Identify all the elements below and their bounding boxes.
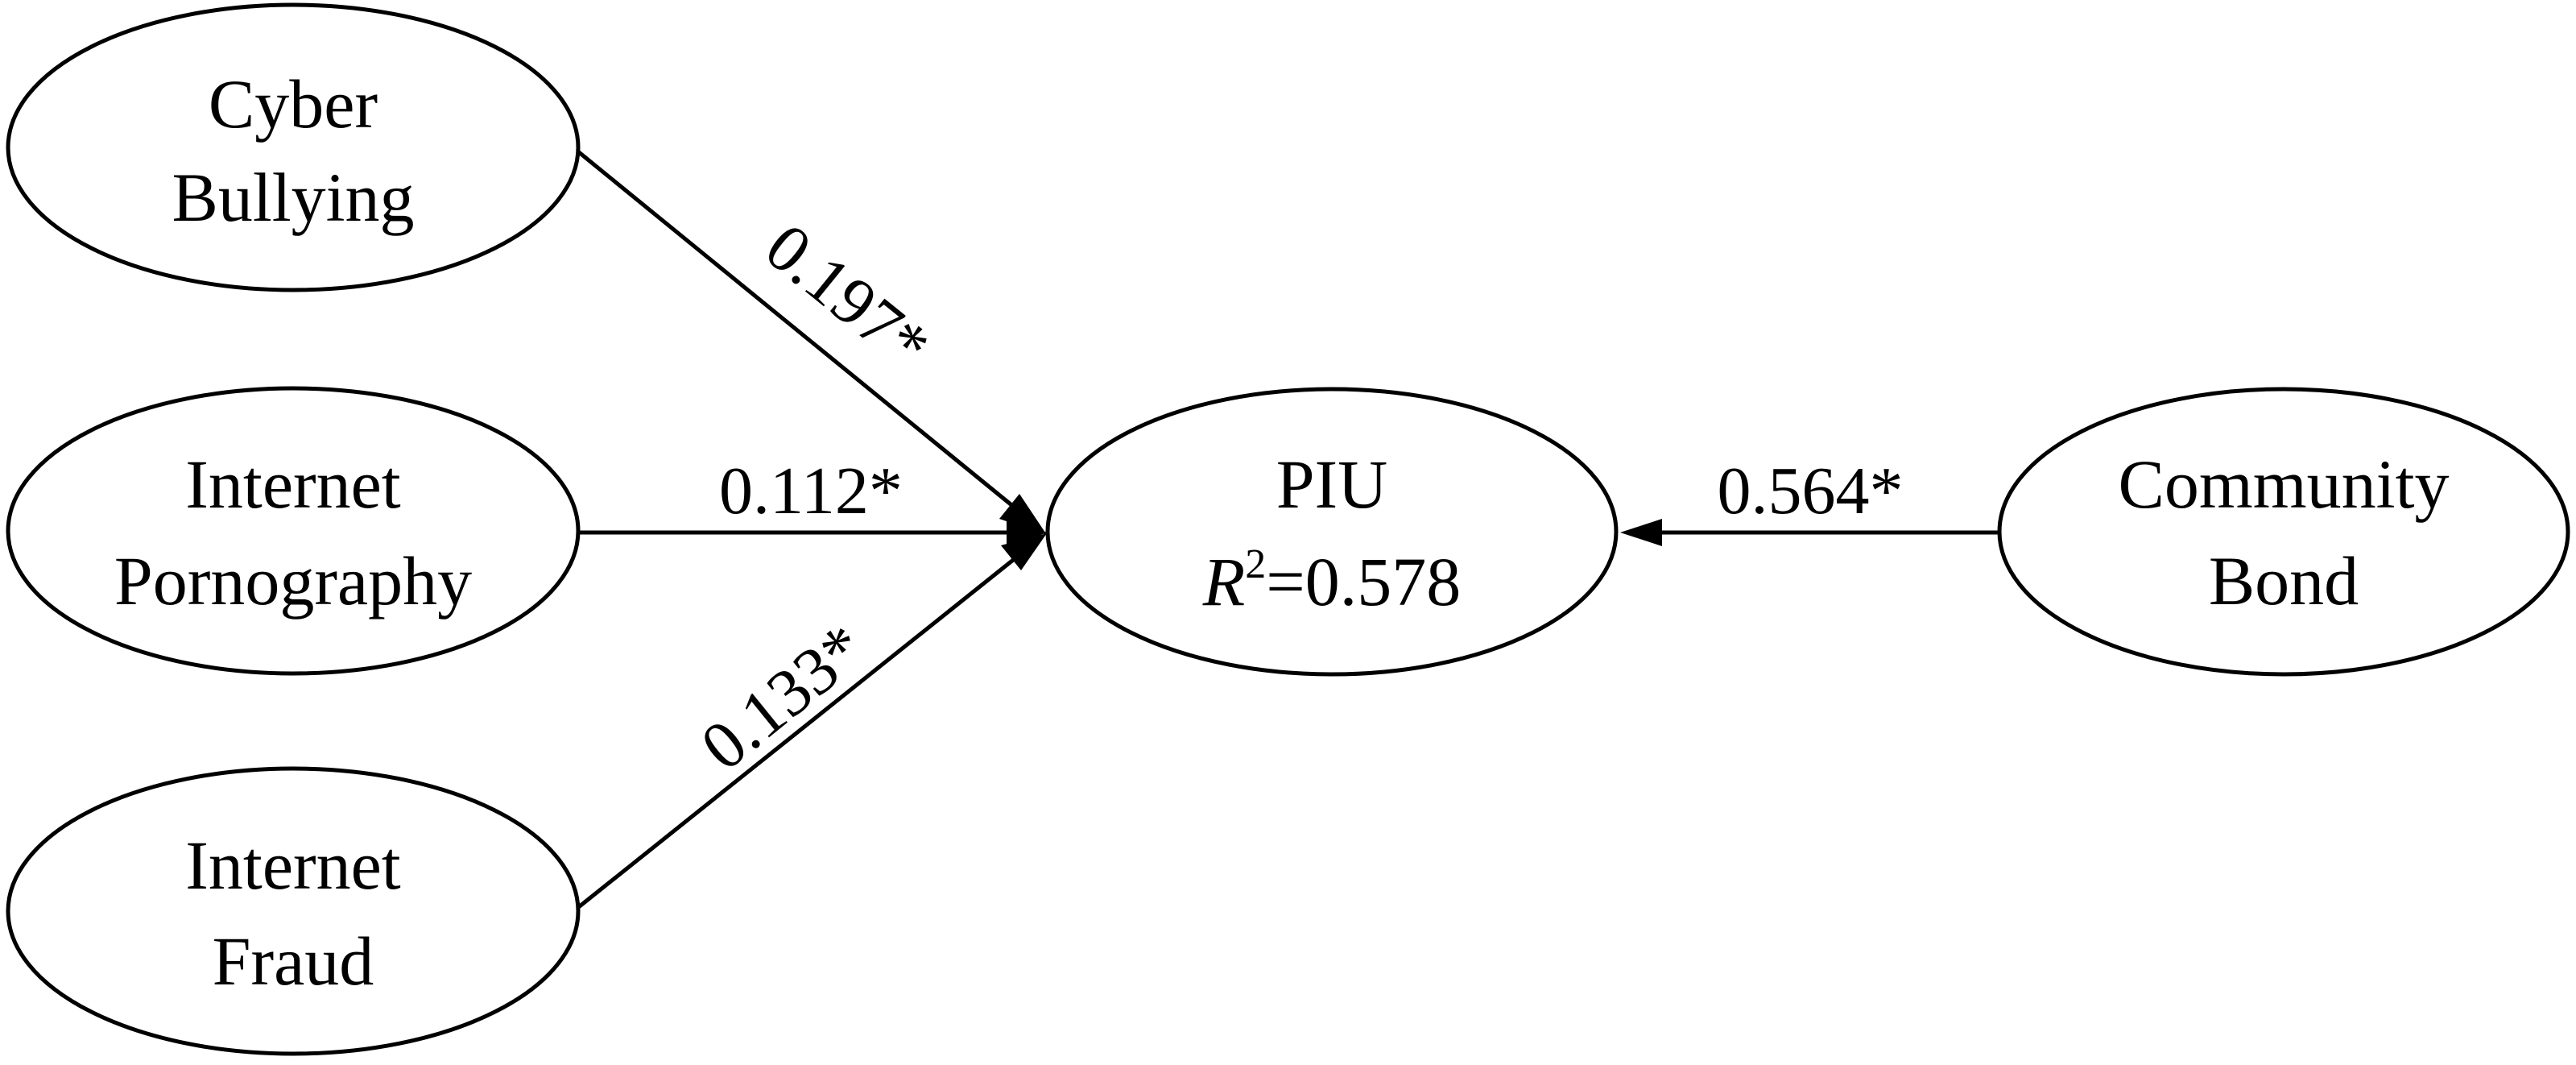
- coefficient-internet-fraud: 0.133*: [688, 610, 879, 785]
- node-ellipse: [6, 766, 581, 1056]
- node-ellipse: [6, 2, 581, 292]
- node-label-line2: Pornography: [114, 542, 472, 620]
- edge-line: [573, 147, 1016, 509]
- node-internet-fraud: Internet Fraud: [6, 766, 581, 1056]
- coefficient-community-bond: 0.564*: [1718, 454, 1904, 528]
- edge-line: [575, 556, 1018, 910]
- arrowhead: [1620, 519, 1662, 546]
- edge-internet-fraud-to-piu: [575, 533, 1047, 910]
- arrowhead: [999, 494, 1047, 535]
- edge-cyber-bullying-to-piu: [573, 147, 1047, 535]
- node-label-line2: Bullying: [172, 159, 414, 236]
- r-squared-value: =0.578: [1266, 543, 1461, 620]
- node-label-line1: Internet: [185, 827, 401, 904]
- r-squared-exponent: 2: [1245, 541, 1266, 587]
- node-label-name: PIU: [1276, 445, 1388, 523]
- node-label-line2: Fraud: [213, 922, 374, 1000]
- r-squared-label: R2=0.578: [1202, 541, 1462, 620]
- coefficient-cyber-bullying: 0.197*: [751, 209, 943, 385]
- node-piu: PIU R2=0.578: [1045, 387, 1619, 677]
- arrowhead: [1001, 533, 1047, 570]
- coefficient-internet-pornography: 0.112*: [719, 454, 903, 528]
- node-ellipse: [1997, 387, 2570, 677]
- arrowhead: [1007, 516, 1047, 549]
- edge-internet-pornography-to-piu: [577, 516, 1047, 549]
- node-ellipse: [1045, 387, 1619, 677]
- node-label-line1: Internet: [185, 445, 401, 523]
- node-ellipse: [6, 386, 581, 676]
- node-internet-pornography: Internet Pornography: [6, 386, 581, 676]
- node-cyber-bullying: Cyber Bullying: [6, 2, 581, 292]
- node-label-line1: Cyber: [209, 65, 378, 143]
- edge-community-bond-to-piu: [1620, 519, 2000, 546]
- node-label-line2: Bond: [2209, 542, 2359, 620]
- r-squared-symbol: R: [1202, 543, 1246, 620]
- node-label-line1: Community: [2119, 445, 2450, 523]
- node-community-bond: Community Bond: [1997, 387, 2570, 677]
